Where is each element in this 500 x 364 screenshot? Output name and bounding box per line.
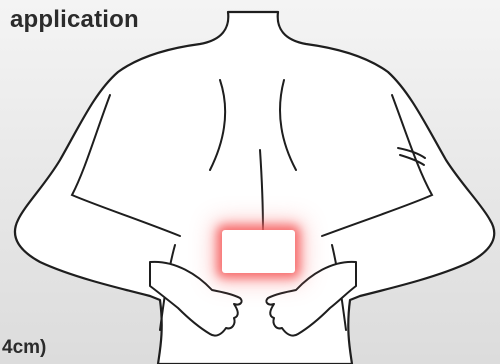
patch-icon [222,230,295,273]
application-heading: application [10,6,139,34]
size-label: 4cm) [2,337,46,359]
torso-outline [15,12,494,364]
